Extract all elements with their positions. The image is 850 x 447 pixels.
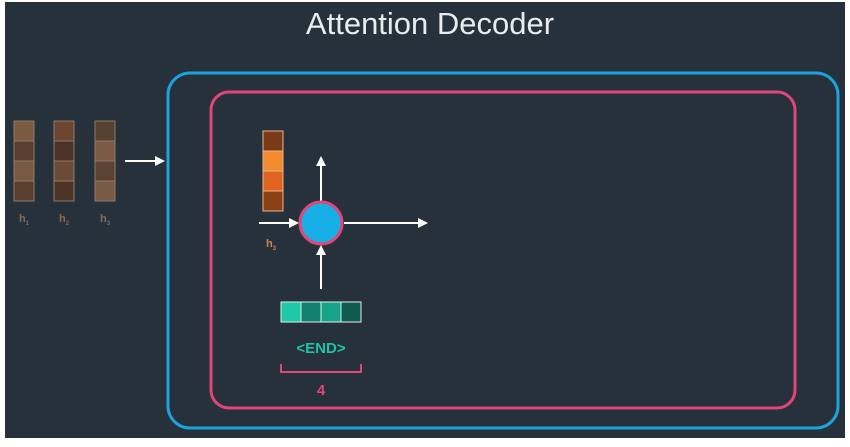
encoder-h2-cell-3 [53, 160, 75, 182]
encoder-h1-cell-4 [13, 180, 35, 202]
encoder-h1-subscript: 1 [26, 221, 30, 227]
input-token-embedding [280, 301, 362, 323]
encoder-state-h2: h2 [53, 120, 75, 227]
encoder-h2-cell-4 [53, 180, 75, 202]
encoder-h1-cell-2 [13, 140, 35, 162]
encoder-state-h3: h3 [94, 120, 116, 227]
encoder-h1-label: h1 [19, 213, 30, 227]
embedding-cell-2 [300, 301, 322, 323]
embedding-cell-3 [320, 301, 342, 323]
decoder-state-letter: h [266, 238, 273, 250]
encoder-h3-cell-2 [94, 140, 116, 162]
slide-background [5, 2, 845, 438]
encoder-h3-label: h3 [100, 213, 111, 227]
token-index-label: 4 [317, 382, 326, 399]
decoder-rnn-node [298, 200, 344, 246]
encoder-h2-cell-1 [53, 120, 75, 142]
decoder-state-cell-3 [262, 170, 284, 192]
embedding-cell-1 [280, 301, 302, 323]
encoder-h2-cell-2 [53, 140, 75, 162]
decoder-state-label: h3 [266, 238, 277, 252]
decoder-state-subscript: 3 [273, 246, 277, 252]
encoder-h3-cell-3 [94, 160, 116, 182]
encoder-h2-label: h2 [59, 213, 70, 227]
encoder-h3-subscript: 3 [107, 221, 111, 227]
inner-frame [209, 90, 797, 410]
decoder-state-cell-2 [262, 150, 284, 172]
encoder-h2-subscript: 2 [66, 221, 70, 227]
encoder-h2-letter: h [59, 213, 66, 225]
encoder-h1-letter: h [19, 213, 26, 225]
encoder-state-h1: h1 [13, 120, 35, 227]
encoder-h3-letter: h [100, 213, 107, 225]
slide-title: Attention Decoder [306, 6, 554, 41]
token-index-bracket [280, 364, 362, 373]
embedding-cell-4 [340, 301, 362, 323]
encoder-h1-cell-3 [13, 160, 35, 182]
outer-frame [166, 71, 840, 430]
encoder-h1-cell-1 [13, 120, 35, 142]
input-token-label: <END> [296, 340, 345, 357]
decoder-state-cell-1 [262, 130, 284, 152]
encoder-h3-cell-1 [94, 120, 116, 142]
decoder-hidden-state: h3 [262, 130, 284, 252]
decoder-state-cell-4 [262, 190, 284, 212]
encoder-h3-cell-4 [94, 180, 116, 202]
